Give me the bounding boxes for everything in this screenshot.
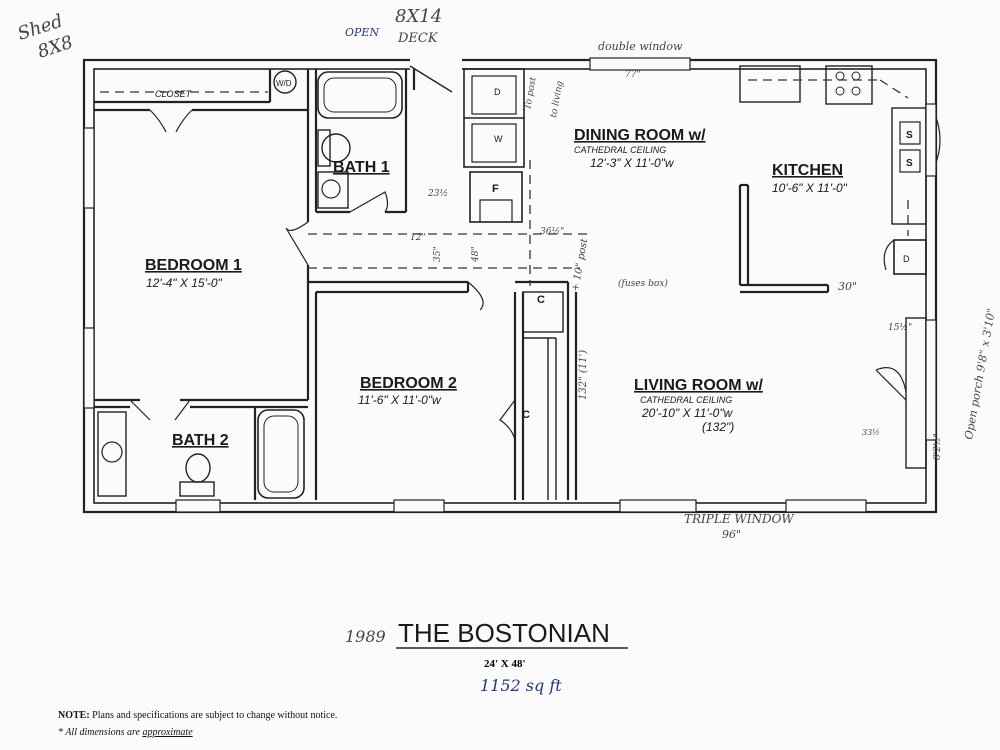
bedroom1-name: BEDROOM 1 (145, 257, 242, 274)
note-line: NOTE: Plans and specifications are subje… (58, 710, 337, 721)
width-23-note: 23½ (427, 188, 448, 199)
water-heater-label: W (494, 134, 503, 144)
double-window-size: 77" (625, 70, 641, 80)
post-note: + 10" post (570, 237, 590, 293)
closet-label: CLOSET (155, 89, 193, 99)
fireplace-label: F (492, 183, 499, 195)
fixture-labels: CLOSET W/D F C C D W S S D (155, 79, 913, 421)
to-post-note: To post (523, 76, 539, 111)
dining-name: DINING ROOM w/ (574, 127, 706, 144)
closet-c1-label: C (537, 294, 545, 306)
dryer-box-label: D (494, 87, 501, 97)
title-size: 24' X 48' (484, 658, 526, 670)
title-sqft: 1152 sq ft (480, 676, 562, 695)
open-note: OPEN (345, 26, 379, 39)
width-33-note: 33½ (862, 428, 880, 437)
to-living-note: to living (549, 80, 565, 119)
width-30-note: 30" (838, 280, 857, 293)
living-extra: (132") (702, 420, 734, 434)
dining-sub: CATHEDRAL CEILING (574, 145, 666, 155)
kitchen-name: KITCHEN (772, 162, 843, 179)
note-text: Plans and specifications are subject to … (92, 710, 338, 721)
width-35-note: 35" (433, 246, 443, 262)
bath1-name: BATH 1 (333, 159, 390, 176)
kitchen-dims: 10'-6" X 11'-0" (772, 181, 848, 195)
fuse-box-note: (fuses box) (618, 278, 668, 289)
triple-window-size: 96" (722, 528, 741, 541)
approx-word: approximate (142, 727, 193, 738)
living-sub: CATHEDRAL CEILING (640, 395, 732, 405)
approx-line: * All dimensions are approximate (58, 727, 193, 738)
opening-note: Open porch 9'8" x 3'10" (962, 307, 998, 440)
living-name: LIVING ROOM w/ (634, 377, 763, 394)
closet-c2-label: C (522, 409, 530, 421)
sink-s2-label: S (906, 158, 913, 169)
title-block: 1989 THE BOSTONIAN 24' X 48' 1152 sq ft (345, 618, 628, 695)
width-82-note: 8'2½" (932, 433, 943, 460)
triple-window-note: TRIPLE WINDOW (684, 512, 795, 526)
width-36-note: 36½" (540, 226, 564, 237)
width-15-note: 15½" (888, 322, 912, 333)
note-label: NOTE: (58, 710, 90, 721)
deck-size-note: 8X14 (395, 6, 442, 27)
double-window-note: double window (598, 40, 683, 53)
dining-dims: 12'-3" X 11'-0"w (590, 156, 675, 170)
approx-prefix: * All dimensions are (58, 727, 143, 738)
room-labels: BEDROOM 1 12'-4" X 15'-0" BEDROOM 2 11'-… (145, 127, 848, 449)
bedroom1-dims: 12'-4" X 15'-0" (146, 276, 223, 290)
width-132-note: 132" (11') (578, 350, 589, 400)
bath2-name: BATH 2 (172, 432, 229, 449)
deck-note: DECK (397, 31, 439, 46)
pantry-label: D (903, 254, 910, 264)
title-year: 1989 (345, 627, 386, 646)
living-dims: 20'-10" X 11'-0"w (641, 406, 734, 420)
dashed-lines (100, 79, 909, 286)
width-48-note: 48" (471, 246, 481, 263)
sink-s1-label: S (906, 130, 913, 141)
door-swings (129, 103, 941, 441)
walls (82, 56, 938, 514)
width-12-note: 12" (410, 233, 426, 243)
windows (83, 57, 937, 513)
washer-dryer-label: W/D (276, 79, 292, 88)
bedroom2-dims: 11'-6" X 11'-0"w (358, 393, 442, 407)
bedroom2-name: BEDROOM 2 (360, 375, 457, 392)
outer-wall (82, 58, 938, 514)
title-name: THE BOSTONIAN (398, 618, 610, 648)
